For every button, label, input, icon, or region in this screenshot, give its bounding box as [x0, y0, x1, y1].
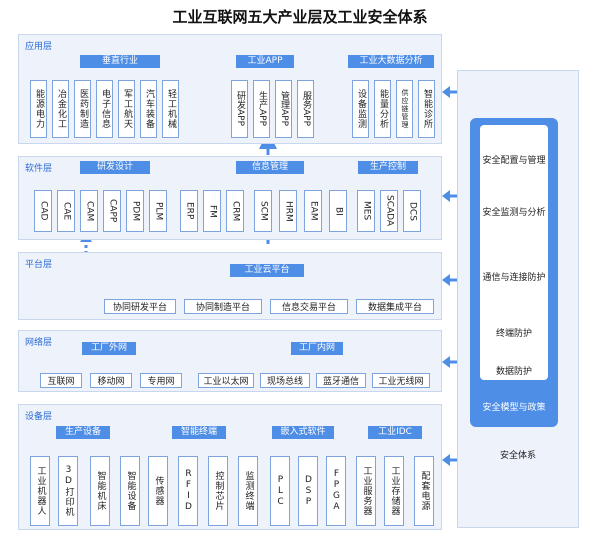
device-layer-label: 设备层 — [25, 412, 53, 422]
app-item: 医药制造 — [74, 80, 91, 138]
network-group-header: 工厂外网 — [82, 342, 136, 355]
software-item: CRM — [226, 190, 244, 232]
device-group-header: 生产设备 — [56, 426, 110, 439]
network-item: 工业以太网 — [198, 373, 254, 388]
platform-item: 协同制造平台 — [184, 299, 262, 314]
software-item: BI — [329, 190, 347, 232]
software-item: SCADA — [380, 190, 398, 232]
diagram-title: 工业互联网五大产业层及工业安全体系 — [172, 8, 428, 26]
device-item: 智能设备 — [120, 456, 140, 526]
software-item: ERP — [180, 190, 198, 232]
software-group-header: 信息管理 — [236, 161, 304, 174]
security-system-label: 安全体系 — [499, 451, 536, 461]
security-item: 安全监测与分析 — [482, 208, 546, 218]
software-item: CAPP — [103, 190, 121, 232]
app-item: 汽车装备 — [140, 80, 157, 138]
app-item: 冶金化工 — [52, 80, 69, 138]
network-item: 专用网 — [140, 373, 182, 388]
device-item: 传感器 — [148, 456, 168, 526]
security-model-label: 安全模型与政策 — [482, 403, 546, 413]
device-item: 工业存储器 — [384, 456, 404, 526]
device-item: DSP — [298, 456, 318, 526]
app-group-header: 垂直行业 — [80, 55, 160, 68]
app-item: 电子信息 — [96, 80, 113, 138]
device-item: RFID — [178, 456, 198, 526]
device-item: 智能机床 — [90, 456, 110, 526]
device-group-header: 工业IDC — [368, 426, 422, 439]
software-item: FM — [203, 190, 221, 232]
software-item: CAM — [80, 190, 98, 232]
device-item: 工业机器人 — [30, 456, 50, 526]
software-item: CAD — [34, 190, 52, 232]
platform-item: 协同研发平台 — [104, 299, 176, 314]
device-item: 配套电源 — [414, 456, 434, 526]
app-item: 研发APP — [231, 80, 248, 138]
network-item: 蓝牙通信 — [316, 373, 366, 388]
app-group-header: 工业APP — [236, 55, 294, 68]
network-item: 现场总线 — [260, 373, 310, 388]
security-item: 通信与连接防护 — [482, 273, 546, 283]
security-item: 终端防护 — [495, 329, 532, 339]
device-group-header: 嵌入式软件 — [272, 426, 334, 439]
software-layer-label: 软件层 — [25, 164, 53, 174]
network-group-header: 工厂内网 — [291, 342, 343, 355]
device-layer: 设备层 — [18, 404, 442, 530]
software-item: PDM — [126, 190, 144, 232]
software-item: PLM — [149, 190, 167, 232]
network-item: 工业无线网 — [372, 373, 430, 388]
app-item: 生产APP — [253, 80, 270, 138]
platform-item: 数据集成平台 — [356, 299, 434, 314]
app-layer-label: 应用层 — [25, 42, 53, 52]
security-item: 安全配置与管理 — [482, 156, 546, 166]
software-group-header: 研发设计 — [80, 161, 150, 174]
security-item: 数据防护 — [495, 367, 532, 377]
device-item: 工业服务器 — [356, 456, 376, 526]
software-group-header: 生产控制 — [358, 161, 418, 174]
app-item: 供应链管理 — [396, 80, 413, 138]
platform-item: 信息交易平台 — [270, 299, 348, 314]
network-item: 互联网 — [40, 373, 82, 388]
app-group-header: 工业大数据分析 — [348, 55, 434, 68]
device-item: 控制芯片 — [208, 456, 228, 526]
software-item: HRM — [279, 190, 297, 232]
software-item: SCM — [254, 190, 272, 232]
software-item: MES — [357, 190, 375, 232]
app-item: 能源电力 — [30, 80, 47, 138]
platform-layer-label: 平台层 — [25, 260, 53, 270]
app-item: 军工航天 — [118, 80, 135, 138]
device-item: PLC — [270, 456, 290, 526]
device-item: 3D打印机 — [58, 456, 78, 526]
software-item: DCS — [403, 190, 421, 232]
network-layer-label: 网络层 — [25, 338, 53, 348]
app-item: 轻工机械 — [162, 80, 179, 138]
software-item: CAE — [57, 190, 75, 232]
device-item: FPGA — [326, 456, 346, 526]
cloud-platform-header: 工业云平台 — [230, 264, 304, 277]
software-item: EAM — [304, 190, 322, 232]
security-items-block — [480, 125, 548, 380]
app-item: 智能诊所 — [418, 80, 435, 138]
app-item: 服务APP — [297, 80, 314, 138]
app-item: 设备监测 — [352, 80, 369, 138]
network-item: 移动网 — [90, 373, 132, 388]
device-group-header: 智能终端 — [172, 426, 226, 439]
app-item: 管理APP — [275, 80, 292, 138]
device-item: 监测终端 — [238, 456, 258, 526]
app-item: 能量分析 — [374, 80, 391, 138]
